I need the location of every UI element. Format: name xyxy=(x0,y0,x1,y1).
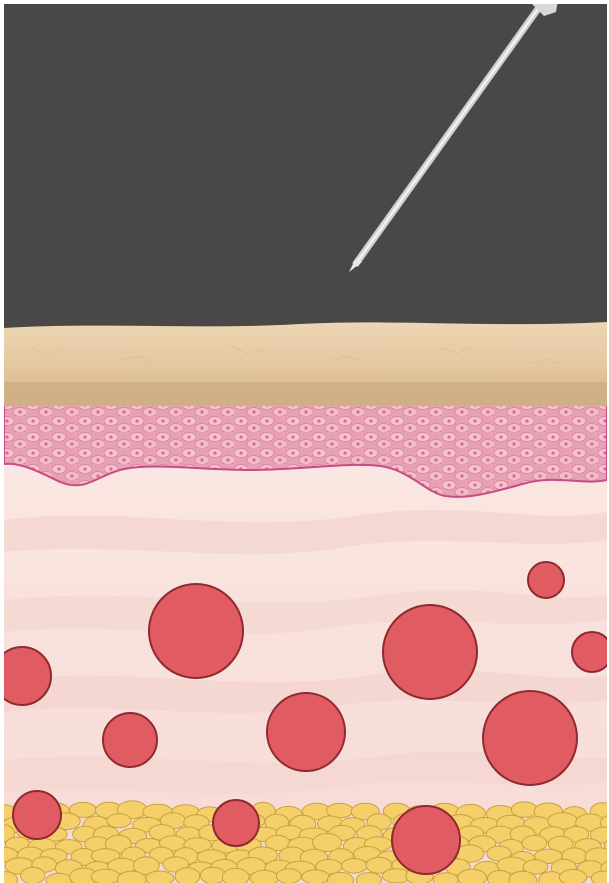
fat-cell xyxy=(222,868,249,883)
fat-cell xyxy=(433,873,458,883)
blood-vessel xyxy=(149,584,243,678)
blood-vessel xyxy=(392,806,460,874)
fat-cell xyxy=(146,871,174,883)
fat-cell xyxy=(302,870,330,883)
blood-vessel xyxy=(103,713,157,767)
blood-vessel xyxy=(483,691,577,785)
blood-vessel xyxy=(267,693,345,771)
fat-cell xyxy=(250,870,279,883)
fat-cell xyxy=(21,867,46,883)
corneum-shadow-band xyxy=(4,382,607,406)
fat-cell xyxy=(276,869,301,883)
blood-vessel xyxy=(572,632,609,672)
fat-cell xyxy=(522,836,547,851)
fat-cell xyxy=(356,873,381,883)
blood-vessel xyxy=(383,605,477,699)
blood-vessel xyxy=(0,647,51,705)
fat-cell xyxy=(342,859,367,874)
fat-cell xyxy=(107,814,131,828)
fat-cell xyxy=(511,802,537,817)
fat-cell xyxy=(175,868,200,883)
blood-vessel xyxy=(528,562,564,598)
blood-vessel xyxy=(213,800,259,846)
fat-cell xyxy=(91,869,120,883)
blood-vessel xyxy=(13,791,61,839)
fat-cell xyxy=(559,870,586,883)
fat-cell xyxy=(458,869,487,883)
subcutaneous-fat-layer xyxy=(0,801,609,883)
fat-cell xyxy=(200,867,225,883)
